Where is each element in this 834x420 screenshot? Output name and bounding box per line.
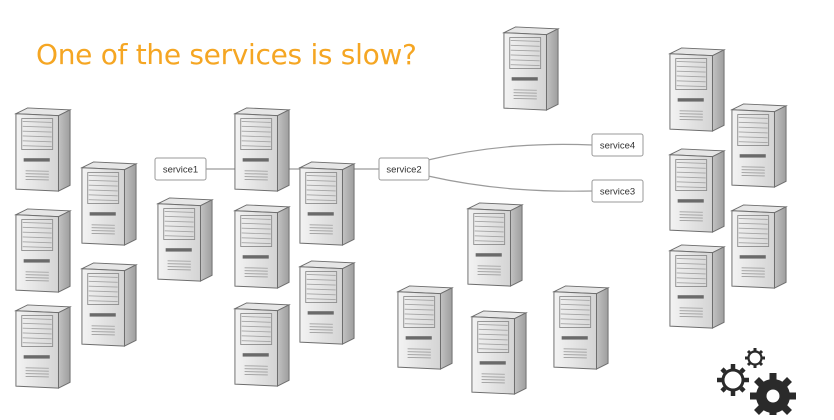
gears-icon	[717, 348, 796, 419]
service-node-service1: service1	[154, 157, 207, 181]
server-icon	[81, 262, 137, 347]
server-icon	[553, 285, 609, 370]
server-icon	[731, 204, 787, 289]
service-label: service1	[163, 165, 198, 176]
server-icon	[157, 197, 213, 282]
server-icon	[234, 107, 290, 192]
server-icon	[15, 304, 71, 389]
server-icon	[15, 107, 71, 192]
edge-service2-service3	[427, 175, 594, 192]
server-icon	[299, 260, 355, 345]
service-node-service2: service2	[378, 157, 430, 181]
server-icon	[81, 161, 137, 246]
server-icon	[669, 244, 725, 329]
service-nodes: service1 service2 service4 service3	[154, 133, 644, 203]
server-icon	[467, 202, 523, 287]
server-icon	[15, 208, 71, 293]
server-icon	[731, 103, 787, 188]
server-cluster	[15, 26, 787, 395]
server-icon	[471, 310, 527, 395]
server-icon	[503, 26, 559, 111]
service-node-service3: service3	[591, 179, 644, 203]
service-label: service3	[600, 187, 635, 198]
server-icon	[669, 47, 725, 132]
server-icon	[669, 148, 725, 233]
server-icon	[234, 204, 290, 289]
service-node-service4: service4	[591, 133, 644, 157]
server-icon	[397, 285, 453, 370]
server-icon	[234, 302, 290, 387]
page-title: One of the services is slow?	[36, 38, 417, 71]
edge-service2-service4	[427, 143, 594, 161]
service-label: service2	[386, 165, 421, 176]
service-label: service4	[600, 141, 635, 152]
server-icon	[299, 161, 355, 246]
